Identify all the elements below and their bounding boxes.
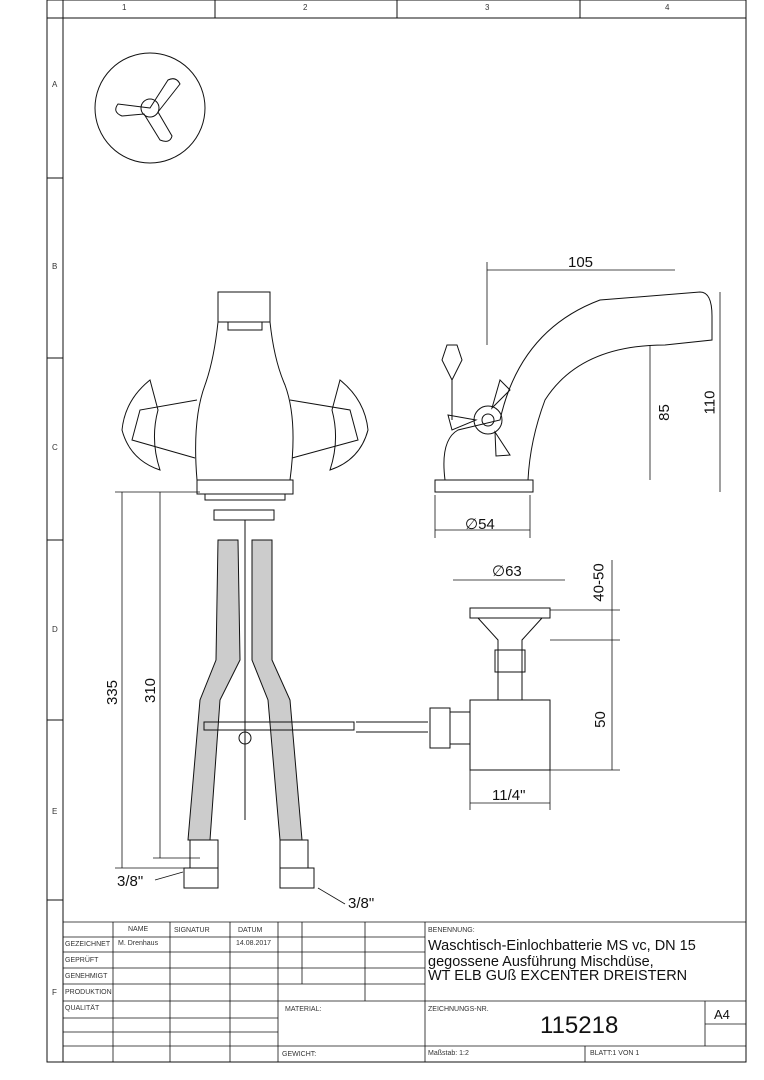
- ruler-column-3: 3: [485, 3, 490, 12]
- supply-hoses: [183, 520, 355, 889]
- row-produktion: PRODUKTION: [65, 989, 112, 996]
- drawing-number: 115218: [540, 1012, 619, 1039]
- header-name: NAME: [128, 926, 149, 933]
- sheet-frame: [46, 0, 747, 1063]
- ruler-row-d: D: [52, 625, 58, 634]
- drain-valve: [356, 607, 551, 771]
- ruler-row-f: F: [52, 988, 57, 997]
- drawn-by: M. Drenhaus: [118, 940, 159, 947]
- dim-base-diameter: ∅54: [465, 516, 495, 533]
- drawn-date: 14.08.2017: [236, 940, 272, 947]
- dim-spout-height: 85: [655, 404, 673, 421]
- ruler-row-c: C: [52, 443, 58, 452]
- dim-drain-thread: 11/4": [492, 787, 526, 804]
- ruler-row-a: A: [52, 80, 58, 89]
- dim-drain-body: 50: [591, 711, 609, 728]
- row-geprueft: GEPRÜFT: [65, 957, 99, 964]
- row-genehmigt: GENEHMIGT: [65, 973, 108, 980]
- dim-hose-outer: 335: [104, 679, 122, 706]
- sheet-number: BLATT:1 VON 1: [590, 1050, 640, 1057]
- front-view-faucet: [121, 291, 369, 521]
- ruler-row-e: E: [52, 807, 58, 816]
- dim-drain-top: 40-50: [590, 563, 608, 602]
- gewicht-label: GEWICHT:: [282, 1051, 317, 1058]
- scale-label: Maßstab: 1:2: [428, 1050, 469, 1057]
- side-view-faucet: [434, 291, 713, 493]
- ruler-row-b: B: [52, 262, 58, 271]
- dim-connection-right: 3/8": [348, 895, 375, 912]
- dim-spout-reach: 105: [568, 254, 594, 271]
- title-line-3: WT ELB GUß EXCENTER DREISTERN: [428, 968, 688, 984]
- row-qualitaet: QUALITÄT: [65, 1005, 100, 1012]
- zeichnungs-nr-label: ZEICHNUNGS-NR.: [428, 1006, 489, 1013]
- benennung-label: BENENNUNG:: [428, 927, 475, 934]
- row-gezeichnet: GEZEICHNET: [65, 941, 111, 948]
- dimension-lines: [115, 262, 721, 905]
- ruler-column-2: 2: [303, 3, 308, 12]
- sheet-format: A4: [714, 1007, 730, 1022]
- dim-hose-inner: 310: [142, 677, 160, 704]
- dim-total-height: 110: [701, 390, 719, 415]
- title-block-grid: [63, 921, 746, 1062]
- ruler-column-1: 1: [122, 3, 127, 12]
- title-line-2: gegossene Ausführung Mischdüse,: [428, 954, 654, 970]
- header-signatur: SIGNATUR: [174, 927, 210, 934]
- title-line-1: Waschtisch-Einlochbatterie MS vc, DN 15: [428, 938, 696, 954]
- dim-drain-diameter: ∅63: [492, 563, 522, 580]
- ruler-column-4: 4: [665, 3, 670, 12]
- top-view-handle: [94, 52, 206, 164]
- dim-connection-left: 3/8": [117, 873, 144, 890]
- header-datum: DATUM: [238, 927, 263, 934]
- material-label: MATERIAL:: [285, 1006, 322, 1013]
